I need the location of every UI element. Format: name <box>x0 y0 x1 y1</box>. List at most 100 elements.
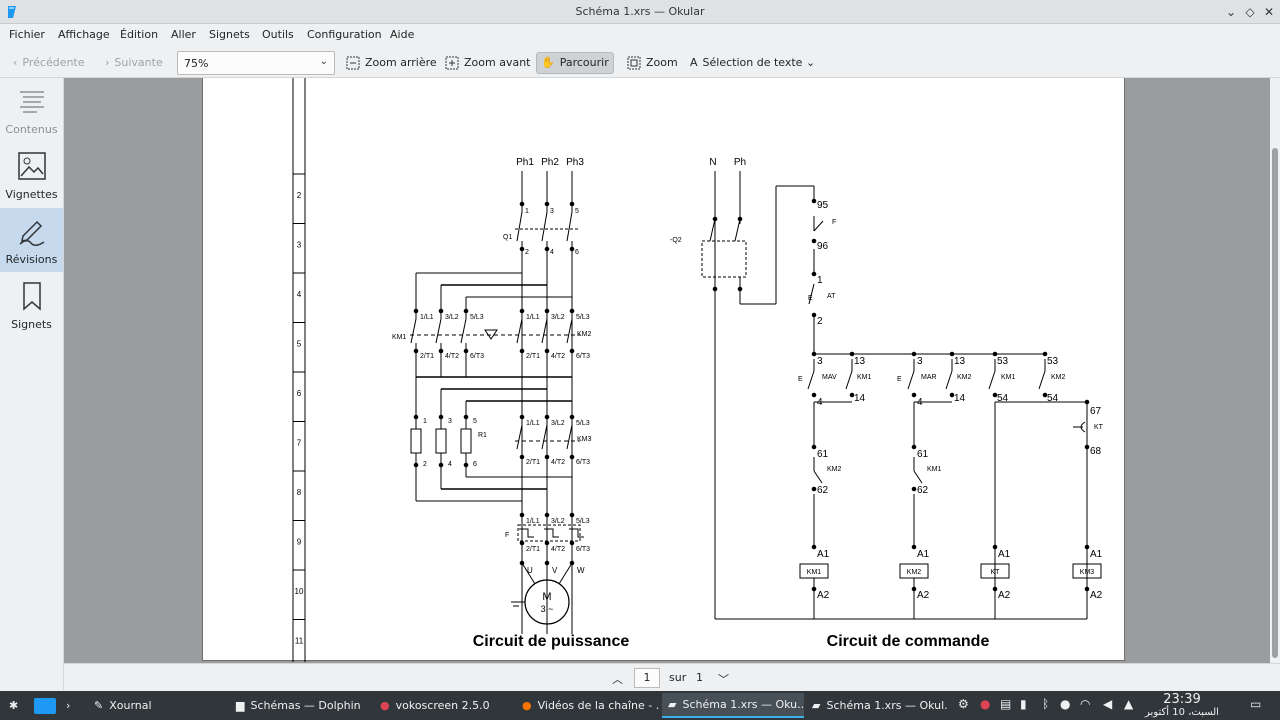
schematic-label: A2 <box>817 590 830 601</box>
task-dolphin[interactable]: ▆Schémas — Dolphin <box>236 699 361 712</box>
sidebar-item-thumbnails[interactable]: Vignettes <box>0 143 63 207</box>
resistor <box>460 428 472 454</box>
wire <box>410 318 417 344</box>
thumbnails-icon <box>18 152 46 180</box>
main-toolbar: ‹Précédente ›Suivante 75% ⌄ Zoom arrière… <box>0 46 1280 78</box>
schematic-label: 1 <box>817 275 823 286</box>
clipboard-icon[interactable]: ▤ <box>1000 697 1012 711</box>
schematic-label: KM3 <box>577 436 592 443</box>
vertical-scrollbar[interactable] <box>1270 78 1280 663</box>
menu-edition[interactable]: Édition <box>120 28 159 41</box>
firefox-icon: ● <box>522 699 532 712</box>
bluetooth-icon[interactable]: ᛒ <box>1042 697 1050 711</box>
schematic-label: 61 <box>817 449 829 460</box>
chevron-right-icon: › <box>105 56 110 69</box>
title-bar: Schéma 1.xrs — Okular ⌄ ◇ ✕ <box>0 0 1280 24</box>
schematic-label: 3/L2 <box>551 314 565 321</box>
clock[interactable]: 23:39 السبت، 10 أكتوبر 2020 <box>1140 692 1224 720</box>
schematic-label: 2/T1 <box>420 353 434 360</box>
task-okular[interactable]: ▰Schéma 1.xrs — Okul... <box>812 699 948 712</box>
zoom-select[interactable]: 75% ⌄ <box>177 51 335 75</box>
task-firefox[interactable]: ●Vidéos de la chaîne - ... <box>522 699 660 712</box>
schematic-label: V <box>552 566 558 575</box>
junction-dot <box>911 392 917 398</box>
schematic-label: KM2 <box>827 466 842 473</box>
task-manager-arrow[interactable]: › <box>60 693 76 718</box>
maximize-button[interactable]: ◇ <box>1245 5 1255 19</box>
menu-configuration[interactable]: Configuration <box>307 28 382 41</box>
next-page-button[interactable]: ›Suivante <box>101 52 167 74</box>
task-vokoscreen[interactable]: ●vokoscreen 2.5.0 <box>380 699 490 712</box>
zoom-out-button[interactable]: Zoom arrière <box>342 52 441 74</box>
menu-signets[interactable]: Signets <box>209 28 250 41</box>
network-icon[interactable]: ◠ <box>1080 697 1091 711</box>
close-button[interactable]: ✕ <box>1263 5 1275 19</box>
menu-outils[interactable]: Outils <box>262 28 294 41</box>
junction-dot <box>849 392 855 398</box>
microphone-icon[interactable]: ● <box>1060 697 1071 711</box>
junction-dot <box>811 444 817 450</box>
tray-expand-icon[interactable]: ▲ <box>1124 697 1134 711</box>
zoom-out-icon <box>346 56 360 70</box>
zoom-in-button[interactable]: Zoom avant <box>441 52 534 74</box>
schematic-label: 14 <box>854 393 866 404</box>
vault-icon[interactable]: ⚙ <box>958 697 969 711</box>
junction-dot <box>992 544 998 550</box>
wire <box>541 318 548 344</box>
application-launcher[interactable]: ✱ <box>3 693 24 718</box>
browse-tool-button[interactable]: ✋Parcourir <box>536 52 614 74</box>
minimize-button[interactable]: ⌄ <box>1225 5 1237 19</box>
schematic-label: E <box>897 376 902 383</box>
junction-dot <box>544 512 550 518</box>
schematic-label: W <box>577 566 585 575</box>
menu-aide[interactable]: Aide <box>390 28 415 41</box>
sidebar-item-contents[interactable]: Contenus <box>0 78 63 142</box>
schematic-label: KT <box>1094 424 1104 431</box>
coil-label: KM1 <box>807 569 822 576</box>
schematic-label: -Q2 <box>670 237 682 244</box>
taskbar: ✱ › ✎Xournal ▆Schémas — Dolphin ●vokoscr… <box>0 691 1280 720</box>
record-icon[interactable]: ● <box>980 697 991 711</box>
previous-page-arrow[interactable]: ︿ <box>612 673 623 686</box>
wire <box>988 370 996 390</box>
wire <box>516 211 523 242</box>
menu-affichage[interactable]: Affichage <box>58 28 110 41</box>
schematic-label: 1/L1 <box>526 314 540 321</box>
row-number: 3 <box>297 241 302 250</box>
more-tools-dropdown[interactable]: ⌄ <box>802 52 819 74</box>
schematic-label: AT <box>827 293 836 300</box>
wire <box>734 218 741 242</box>
page-of-label: sur <box>669 671 687 684</box>
schematic-label: U <box>527 566 533 575</box>
task-okular-active[interactable]: ▰Schéma 1.xrs — Oku... <box>662 693 804 718</box>
sidebar-item-review[interactable]: Révisions <box>0 208 63 272</box>
desktop-pager[interactable] <box>28 693 62 718</box>
schematic-label: 3 <box>448 418 452 425</box>
thermal-relay <box>517 524 581 542</box>
supply-label: Ph <box>734 157 746 168</box>
sidebar-item-bookmarks[interactable]: Signets <box>0 273 63 337</box>
next-page-arrow[interactable]: ﹀ <box>718 673 729 686</box>
schematic-label: 2 <box>525 249 529 256</box>
menu-fichier[interactable]: Fichier <box>9 28 45 41</box>
schematic-label: KM1 <box>1001 374 1016 381</box>
chevron-down-icon: ⌄ <box>319 56 328 67</box>
scrollbar-thumb[interactable] <box>1272 148 1278 658</box>
menu-aller[interactable]: Aller <box>171 28 196 41</box>
page-number-input[interactable]: 1 <box>634 668 660 688</box>
previous-page-button[interactable]: ‹Précédente <box>9 52 89 74</box>
task-xournal[interactable]: ✎Xournal <box>94 699 152 712</box>
chevron-right-icon: › <box>66 699 71 712</box>
volume-icon[interactable]: ◀ <box>1103 697 1113 711</box>
show-desktop-icon[interactable]: ▭ <box>1250 697 1262 711</box>
junction-dot <box>811 238 817 244</box>
wire <box>813 470 823 484</box>
row-number: 11 <box>295 637 304 646</box>
page-navigation: ︿ 1 sur 1 ﹀ <box>64 663 1280 691</box>
junction-dot <box>911 544 917 550</box>
battery-icon[interactable]: ▮ <box>1020 697 1027 711</box>
wire <box>558 562 573 585</box>
zoom-tool-button[interactable]: Zoom <box>623 52 682 74</box>
